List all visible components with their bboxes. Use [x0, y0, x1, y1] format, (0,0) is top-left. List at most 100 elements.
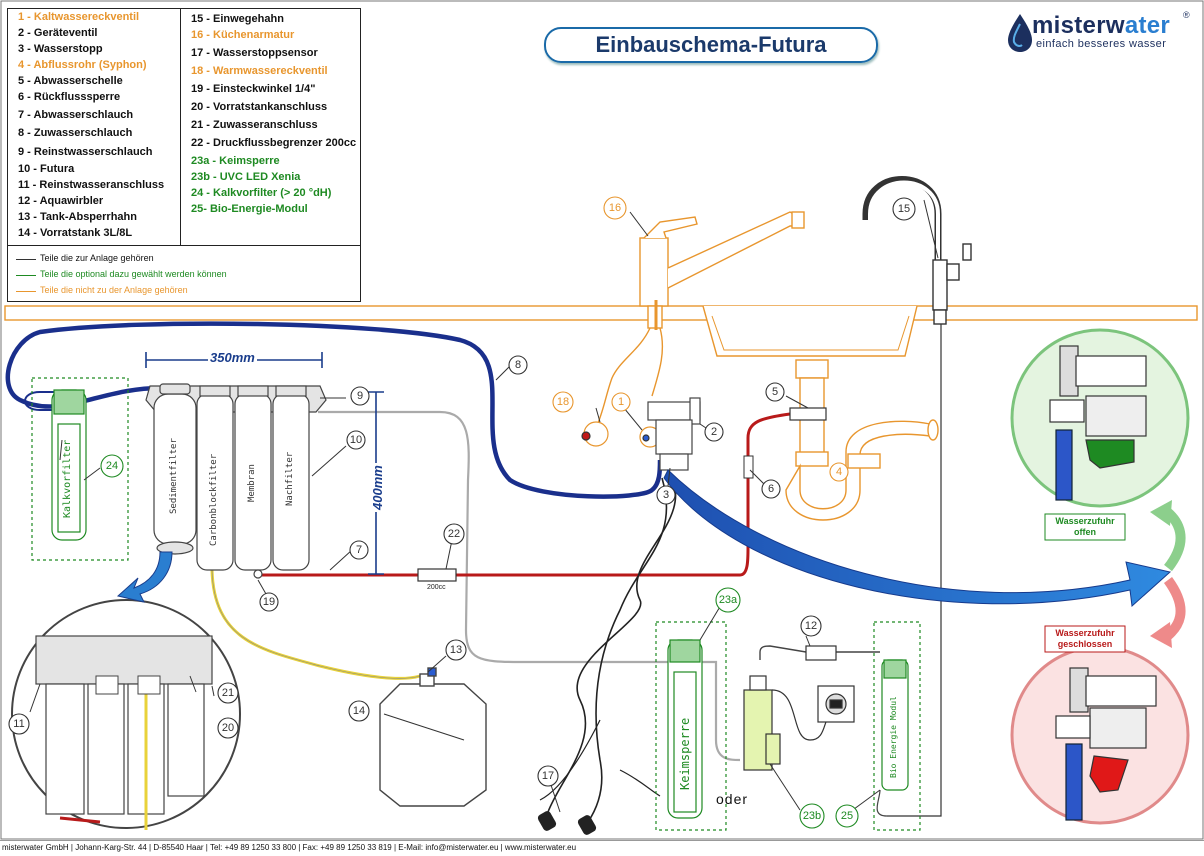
- angle-valves: [581, 397, 701, 471]
- footer-contact: misterwater GmbH | Johann-Karg-Str. 44 |…: [0, 840, 1204, 856]
- legend-item-col2-1: 15 - Einwegehahn: [191, 13, 284, 25]
- stop-valve-open: [1049, 345, 1147, 501]
- one-way-tap: [862, 176, 972, 817]
- legend-item-col1-1: 1 - Kaltwassereckventil: [18, 11, 140, 23]
- state-closed-box: [1044, 625, 1126, 653]
- callout-2: 2: [710, 426, 718, 438]
- kitchen-faucet: [595, 211, 805, 429]
- sink-inner: [711, 315, 910, 351]
- callout-16: 16: [608, 202, 622, 214]
- legend-item-col1-12: 12 - Aquawirbler: [18, 195, 104, 207]
- callout-22: 22: [447, 528, 461, 540]
- key-line-excluded: [16, 291, 36, 292]
- tap-feed: [876, 789, 888, 817]
- callout-21: 21: [221, 687, 235, 699]
- leader-lines: [29, 199, 939, 813]
- dim-width-label: 350mm: [208, 350, 257, 365]
- optional-box-23a: [655, 621, 727, 831]
- callout-11: 11: [13, 718, 25, 730]
- oder-label: oder: [716, 791, 749, 807]
- dim-height-label: 400mm: [370, 463, 385, 512]
- filter-label-membran: Membran: [247, 464, 257, 502]
- key-line-included: [16, 259, 36, 260]
- state-closed-label: Wasserzufuhr geschlossen: [1055, 628, 1115, 649]
- state-open-label: Wasserzufuhr offen: [1055, 516, 1115, 537]
- key-line-optional: [16, 275, 36, 276]
- callout-17: 17: [541, 770, 555, 782]
- callout-4: 4: [835, 466, 843, 478]
- legend-key: Teile die zur Anlage gehören Teile die o…: [8, 245, 360, 302]
- label-bio-energie-modul: Bio Energie Modul: [889, 696, 898, 778]
- legend-item-col2-5: 19 - Einsteckwinkel 1/4": [191, 83, 316, 95]
- legend-item-col1-4: 4 - Abflussrohr (Syphon): [18, 59, 147, 71]
- brand-name-a: misterw: [1032, 12, 1125, 39]
- sensor-cable-b: [587, 477, 668, 823]
- countertop: [4, 305, 1198, 321]
- callout-13: 13: [449, 644, 463, 656]
- label-keimsperre: Keimsperre: [678, 717, 692, 790]
- sensor-cable-c: [539, 719, 661, 801]
- legend-item-col2-7: 21 - Zuwasseranschluss: [191, 119, 318, 131]
- label-kalkvorfilter: Kalkvorfilter: [62, 439, 73, 518]
- logo-drop-highlight: [1012, 23, 1023, 47]
- tank-hose-edge: [211, 569, 421, 679]
- key-text-excluded: Teile die nicht zu der Anlage gehören: [40, 285, 188, 295]
- optional-box-25: [873, 621, 921, 831]
- flow-arrow: [663, 469, 1172, 608]
- legend-item-col2-12: 25- Bio-Energie-Modul: [191, 203, 308, 215]
- legend-item-col2-4: 18 - Warmwassereckventil: [191, 65, 328, 77]
- tank-hose: [210, 569, 421, 680]
- supply-hose: [5, 321, 663, 499]
- callout-1: 1: [617, 396, 625, 408]
- flow-limiter-label: 200cc: [427, 584, 446, 591]
- callout-8: 8: [514, 359, 522, 371]
- legend-box: 1 - Kaltwassereckventil 2 - Geräteventil 3…: [7, 8, 361, 302]
- legend-item-col1-9: 9 - Reinstwasserschlauch: [18, 146, 153, 158]
- callout-10: 10: [349, 434, 363, 446]
- waste-hose: [262, 412, 791, 577]
- legend-item-col1-7: 7 - Abwasserschlauch: [18, 109, 134, 121]
- legend-item-col1-6: 6 - Rückflusssperre: [18, 91, 121, 103]
- sink-basin: [702, 305, 918, 357]
- aquawirbler: [805, 645, 837, 661]
- keimsperre-filter: [667, 639, 703, 819]
- legend-item-col1-2: 2 - Geräteventil: [18, 27, 98, 39]
- brand-name-b: ater: [1124, 12, 1171, 39]
- callout-5: 5: [771, 386, 779, 398]
- sensor-probe-b: [577, 815, 597, 835]
- key-text-included: Teile die zur Anlage gehören: [40, 253, 154, 263]
- legend-item-col2-2: 16 - Küchenarmatur: [191, 29, 295, 41]
- callout-3: 3: [662, 489, 670, 501]
- brand-tagline: einfach besseres wasser: [1036, 38, 1167, 50]
- check-valve: [743, 455, 754, 479]
- legend-item-col2-11: 24 - Kalkvorfilter (> 20 °dH): [191, 187, 332, 199]
- callout-7: 7: [355, 544, 363, 556]
- callout-25: 25: [840, 810, 854, 822]
- state-open-box: [1044, 513, 1126, 541]
- legend-item-col2-8: 22 - Druckflussbegrenzer 200cc: [191, 137, 357, 149]
- callout-6: 6: [767, 483, 775, 495]
- legend-column-1: 1 - Kaltwassereckventil 2 - Geräteventil 3…: [8, 9, 181, 245]
- legend-item-col1-14: 14 - Vorratstank 3L/8L: [18, 227, 133, 239]
- callout-12: 12: [804, 620, 818, 632]
- brand-registered: ®: [1183, 10, 1190, 20]
- callout-23a: 23a: [718, 594, 738, 606]
- callout-15: 15: [897, 203, 911, 215]
- brand-logo: misterwater: [1032, 12, 1170, 40]
- stop-valve-closed: [1055, 667, 1157, 821]
- legend-item-col1-11: 11 - Reinstwasseranschluss: [18, 179, 165, 191]
- callout-18: 18: [556, 396, 570, 408]
- legend-item-col1-5: 5 - Abwasserschelle: [18, 75, 123, 87]
- legend-item-col1-13: 13 - Tank-Absperrhahn: [18, 211, 137, 223]
- filter-label-nachfilter: Nachfilter: [285, 451, 295, 506]
- key-text-optional: Teile die optional dazu gewählt werden k…: [40, 269, 227, 279]
- legend-item-col2-6: 20 - Vorratstankanschluss: [191, 101, 328, 113]
- legend-item-col1-8: 8 - Zuwasserschlauch: [18, 127, 133, 139]
- storage-tank: [379, 667, 487, 807]
- optional-box-24: [31, 377, 129, 561]
- legend-item-col1-3: 3 - Wasserstopp: [18, 43, 103, 55]
- sensor-probe-a: [537, 811, 557, 831]
- flow-limiter: [417, 568, 457, 582]
